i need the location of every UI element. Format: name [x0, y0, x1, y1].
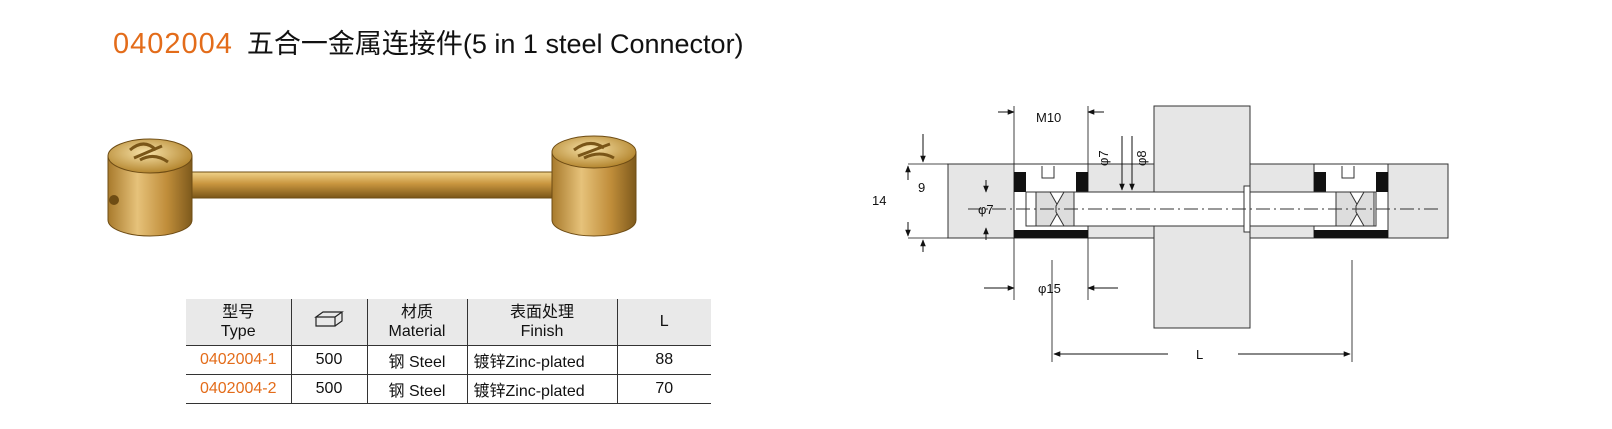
- header-type-en: Type: [220, 322, 256, 340]
- header-material-cn: 材质: [400, 303, 433, 321]
- table-row: 0402004-2 500 钢 Steel 镀锌Zinc-plated 70: [186, 374, 711, 403]
- cell-length: 70: [655, 379, 674, 397]
- label-length: L: [1196, 347, 1203, 362]
- cell-finish: 镀锌Zinc-plated: [467, 374, 618, 403]
- cell-type: 0402004-1: [186, 345, 292, 374]
- table-header-row: 型号 Type 材质 Material 表面处理 Finish L: [186, 299, 711, 345]
- label-m10: M10: [1036, 110, 1061, 125]
- header-type: 型号 Type: [186, 299, 292, 345]
- header-length: L: [617, 299, 711, 345]
- header-type-cn: 型号: [222, 303, 255, 321]
- label-phi7-top: φ7: [1096, 150, 1111, 166]
- cell-material: 钢 Steel: [367, 345, 468, 374]
- label-phi7-left: φ7: [978, 202, 994, 217]
- product-name: 五合一金属连接件(5 in 1 steel Connector): [246, 29, 744, 59]
- header-finish: 表面处理 Finish: [467, 299, 618, 345]
- header-finish-en: Finish: [520, 322, 564, 340]
- technical-drawing: M10 φ7 φ8 14 9 φ7 φ15 L: [872, 105, 1449, 362]
- product-title: 0402004 五合一金属连接件(5 in 1 steel Connector): [113, 22, 744, 62]
- label-phi15: φ15: [1038, 281, 1061, 296]
- cell-length: 88: [655, 350, 674, 368]
- spec-table: 型号 Type 材质 Material 表面处理 Finish L 040200…: [186, 299, 711, 404]
- box-icon: [314, 311, 344, 327]
- product-code: 0402004: [113, 28, 233, 60]
- product-photo: [107, 135, 637, 237]
- label-dim14: 14: [872, 193, 886, 208]
- header-material-en: Material: [388, 322, 446, 340]
- label-dim9: 9: [918, 180, 925, 195]
- cell-finish: 镀锌Zinc-plated: [467, 345, 618, 374]
- cell-qty: 500: [291, 345, 368, 374]
- cell-qty: 500: [291, 374, 368, 403]
- header-finish-cn: 表面处理: [509, 303, 574, 321]
- label-phi8: φ8: [1134, 150, 1149, 166]
- header-material: 材质 Material: [367, 299, 468, 345]
- cell-type: 0402004-2: [186, 374, 292, 403]
- table-row: 0402004-1 500 钢 Steel 镀锌Zinc-plated 88: [186, 345, 711, 374]
- cell-material: 钢 Steel: [367, 374, 468, 403]
- header-qty: [291, 299, 368, 345]
